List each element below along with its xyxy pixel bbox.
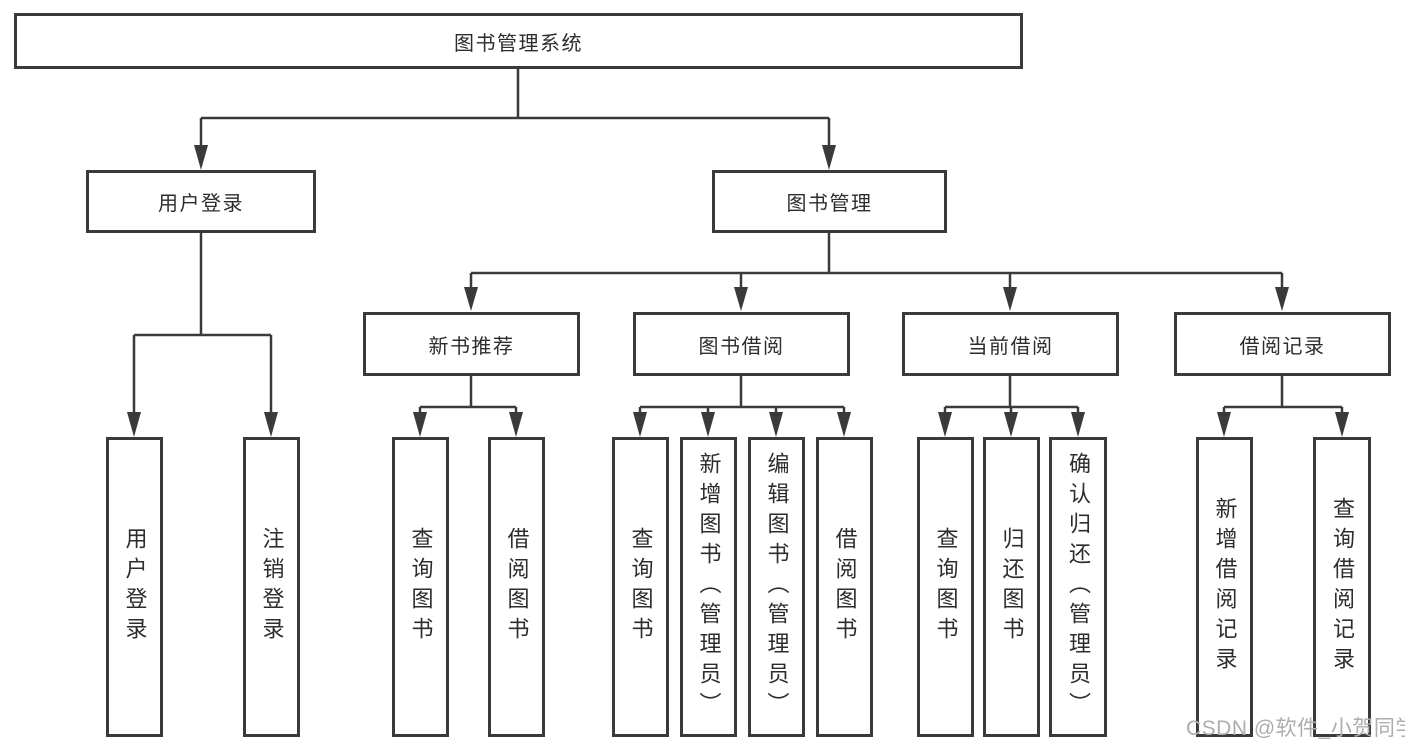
- leaf-current-confirm-return-admin-label: 确认归还（管理员）: [1066, 452, 1091, 722]
- node-root-label: 图书管理系统: [454, 32, 583, 55]
- connector-root-to-level2: [194, 68, 836, 170]
- leaf-recommend-query-book: 查询图书: [392, 437, 449, 737]
- leaf-records-query-record-label: 查询借阅记录: [1330, 497, 1355, 677]
- leaf-current-return-book: 归还图书: [983, 437, 1040, 737]
- leaf-borrow-add-book-admin-label: 新增图书（管理员）: [696, 452, 722, 722]
- leaf-user-login: 用户登录: [106, 437, 163, 737]
- connector-new-book-recommend-to-leaves: [413, 376, 523, 437]
- connector-book-management-to-level3: [464, 233, 1289, 311]
- leaf-user-login-label: 用户登录: [122, 527, 148, 647]
- leaf-logout-login: 注销登录: [243, 437, 300, 737]
- arrow-down-icon: [1275, 287, 1289, 311]
- arrow-down-icon: [1217, 412, 1231, 437]
- connector-borrow-records-to-leaves: [1217, 376, 1349, 437]
- arrow-down-icon: [264, 412, 278, 437]
- leaf-current-return-book-label: 归还图书: [999, 527, 1025, 647]
- leaf-records-add-record: 新增借阅记录: [1196, 437, 1253, 737]
- node-current-borrow-label: 当前借阅: [967, 335, 1054, 358]
- leaf-borrow-edit-book-admin: 编辑图书（管理员）: [748, 437, 805, 737]
- leaf-records-add-record-label: 新增借阅记录: [1212, 497, 1238, 677]
- arrow-down-icon: [734, 287, 748, 311]
- node-book-management: 图书管理: [712, 170, 947, 233]
- leaf-logout-login-label: 注销登录: [259, 527, 285, 647]
- leaf-borrow-query-book-label: 查询图书: [628, 527, 654, 647]
- leaf-borrow-query-book: 查询图书: [612, 437, 669, 737]
- arrow-down-icon: [769, 412, 783, 437]
- connector-book-borrow-to-leaves: [633, 376, 851, 437]
- node-book-borrow: 图书借阅: [633, 312, 850, 376]
- arrow-down-icon: [1071, 412, 1085, 437]
- arrow-down-icon: [701, 412, 715, 437]
- leaf-borrow-borrow-book: 借阅图书: [816, 437, 873, 737]
- leaf-recommend-borrow-book-label: 借阅图书: [504, 527, 530, 647]
- arrow-down-icon: [633, 412, 647, 437]
- leaf-borrow-borrow-book-label: 借阅图书: [832, 527, 858, 647]
- node-root: 图书管理系统: [14, 13, 1023, 69]
- leaf-current-query-book: 查询图书: [917, 437, 974, 737]
- arrow-down-icon: [509, 412, 523, 437]
- node-new-book-recommend: 新书推荐: [363, 312, 580, 376]
- connector-current-borrow-to-leaves: [938, 376, 1085, 437]
- leaf-recommend-borrow-book: 借阅图书: [488, 437, 545, 737]
- connector-user-login-to-leaves: [127, 233, 278, 437]
- node-user-login-label: 用户登录: [158, 193, 244, 215]
- leaf-current-query-book-label: 查询图书: [933, 527, 959, 647]
- node-new-book-recommend-label: 新书推荐: [428, 335, 515, 358]
- leaf-borrow-edit-book-admin-label: 编辑图书（管理员）: [764, 452, 790, 722]
- arrow-down-icon: [822, 145, 836, 170]
- node-book-borrow-label: 图书借阅: [698, 335, 785, 358]
- node-user-login: 用户登录: [86, 170, 316, 233]
- arrow-down-icon: [1004, 412, 1018, 437]
- arrow-down-icon: [1003, 287, 1017, 311]
- node-borrow-records: 借阅记录: [1174, 312, 1391, 376]
- csdn-watermark: CSDN @软件_小贺同学: [1186, 717, 1405, 740]
- arrow-down-icon: [1335, 412, 1349, 437]
- node-current-borrow: 当前借阅: [902, 312, 1119, 376]
- arrow-down-icon: [413, 412, 427, 437]
- leaf-current-confirm-return-admin: 确认归还（管理员）: [1049, 437, 1107, 737]
- arrow-down-icon: [127, 412, 141, 437]
- leaf-recommend-query-book-label: 查询图书: [408, 527, 434, 647]
- arrow-down-icon: [464, 287, 478, 311]
- leaf-borrow-add-book-admin: 新增图书（管理员）: [680, 437, 737, 737]
- node-book-management-label: 图书管理: [786, 193, 873, 215]
- arrow-down-icon: [194, 145, 208, 170]
- arrow-down-icon: [837, 412, 851, 437]
- node-borrow-records-label: 借阅记录: [1239, 335, 1326, 358]
- leaf-records-query-record: 查询借阅记录: [1313, 437, 1371, 737]
- arrow-down-icon: [938, 412, 952, 437]
